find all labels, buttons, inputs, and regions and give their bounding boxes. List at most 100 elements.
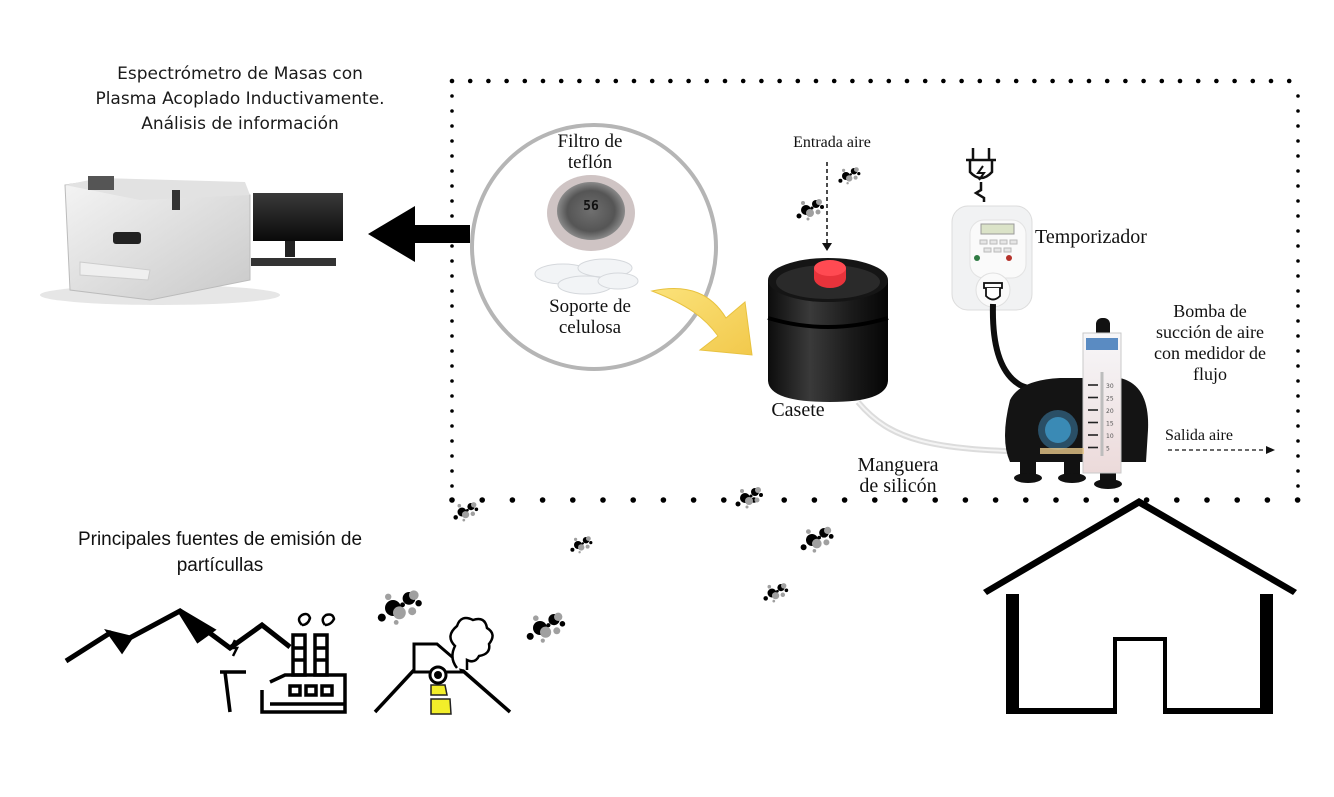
boundary-dot [450,169,454,173]
pump-label-line: flujo [1193,364,1227,384]
sources-heading: Principales fuentes de emisión de partíc… [20,527,420,579]
boundary-dot [992,497,999,503]
boundary-dot [1104,78,1110,84]
boundary-dot [539,497,546,503]
boundary-dot [1296,289,1300,293]
boundary-dot [1296,409,1300,413]
boundary-dot [922,78,928,84]
boundary-dot [959,78,964,84]
boundary-dot [1296,319,1300,323]
pump-label-line: Bomba de [1173,301,1247,321]
boundary-dot [450,409,454,413]
instrument-title-line: Análisis de información [141,114,339,134]
boundary-dot [1296,154,1300,158]
filter-label-line: teflón [567,152,613,173]
boundary-dot [1296,184,1300,188]
boundary-dot [868,78,873,84]
boundary-dot [751,497,757,503]
boundary-dot [649,78,655,84]
cassette-label: Casete [771,399,825,421]
boundary-dot [1234,497,1240,503]
support-label-line: celulosa [558,317,622,338]
boundary-dot [1286,78,1292,84]
boundary-dot [740,78,746,84]
boundary-dot [1250,78,1256,84]
boundary-dot [450,259,454,263]
boundary-dot [932,497,938,503]
boundary-dot [1123,78,1128,84]
boundary-dot [1177,78,1183,84]
instrument-title: Espectrómetro de Masas con Plasma Acopla… [40,62,440,137]
boundary-dot [1232,78,1237,84]
hose-label-line: Manguera [857,454,939,476]
boundary-dot [1296,139,1300,143]
boundary-dot [577,78,582,84]
boundary-dot [904,78,910,84]
boundary-dot [486,78,491,84]
boundary-dot [660,497,667,503]
boundary-dot [450,289,454,293]
boundary-dot [995,78,1001,84]
boundary-dot [1296,349,1300,353]
boundary-dot [668,78,673,84]
support-label-line: Soporte de [549,296,631,317]
boundary-dot [1113,497,1120,503]
boundary-dot [1053,497,1059,503]
boundary-dot [450,244,454,248]
boundary-dot [1296,214,1300,218]
boundary-dot [759,78,764,84]
pump-label-line: succión de aire [1156,322,1264,342]
boundary-dot [1296,109,1300,113]
boundary-dot [1013,78,1019,84]
filter-number: 56 [583,199,599,214]
boundary-dot [449,78,455,84]
boundary-dot [522,78,528,84]
boundary-dot [1083,497,1089,503]
boundary-dot [450,454,454,458]
boundary-dot [613,78,619,84]
boundary-dot [450,274,454,278]
boundary-dot [1296,334,1300,338]
boundary-dot [962,497,969,503]
boundary-dot [841,497,848,503]
boundary-dot [1296,169,1300,173]
boundary-dot [450,214,454,218]
boundary-dot [450,379,454,383]
boundary-dot [450,184,454,188]
boundary-dot [1296,469,1300,473]
boundary-dot [504,78,509,84]
boundary-dot [795,78,801,84]
boundary-dot [722,78,728,84]
boundary-dot [1195,78,1201,84]
boundary-dot [450,439,454,443]
boundary-dot [1296,124,1300,128]
boundary-dot [941,78,946,84]
boundary-dot [1068,78,1074,84]
boundary-dot [721,497,727,503]
boundary-dot [450,229,454,233]
boundary-dot [450,394,454,398]
boundary-dot [1296,379,1300,383]
boundary-dot [450,349,454,353]
boundary-dot [1296,229,1300,233]
boundary-dot [450,424,454,428]
boundary-dot [1174,497,1180,503]
boundary-dot [450,124,454,128]
boundary-dot [450,484,454,488]
instrument-title-line: Espectrómetro de Masas con [117,64,363,84]
sources-heading-line: partícullas [176,555,264,576]
boundary-dot [450,94,454,98]
boundary-dot [977,78,983,84]
boundary-dot [1023,497,1029,503]
boundary-dot [1296,199,1300,203]
boundary-dot [850,78,855,84]
boundary-dot [600,497,606,503]
boundary-dot [1294,497,1301,503]
boundary-dot [831,78,837,84]
sources-heading-line: Principales fuentes de emisión de [77,529,363,550]
boundary-dot [902,497,908,503]
boundary-dot [813,78,819,84]
boundary-dot [1296,244,1300,248]
timer-label: Temporizador [1035,226,1147,248]
boundary-dot [450,109,454,113]
